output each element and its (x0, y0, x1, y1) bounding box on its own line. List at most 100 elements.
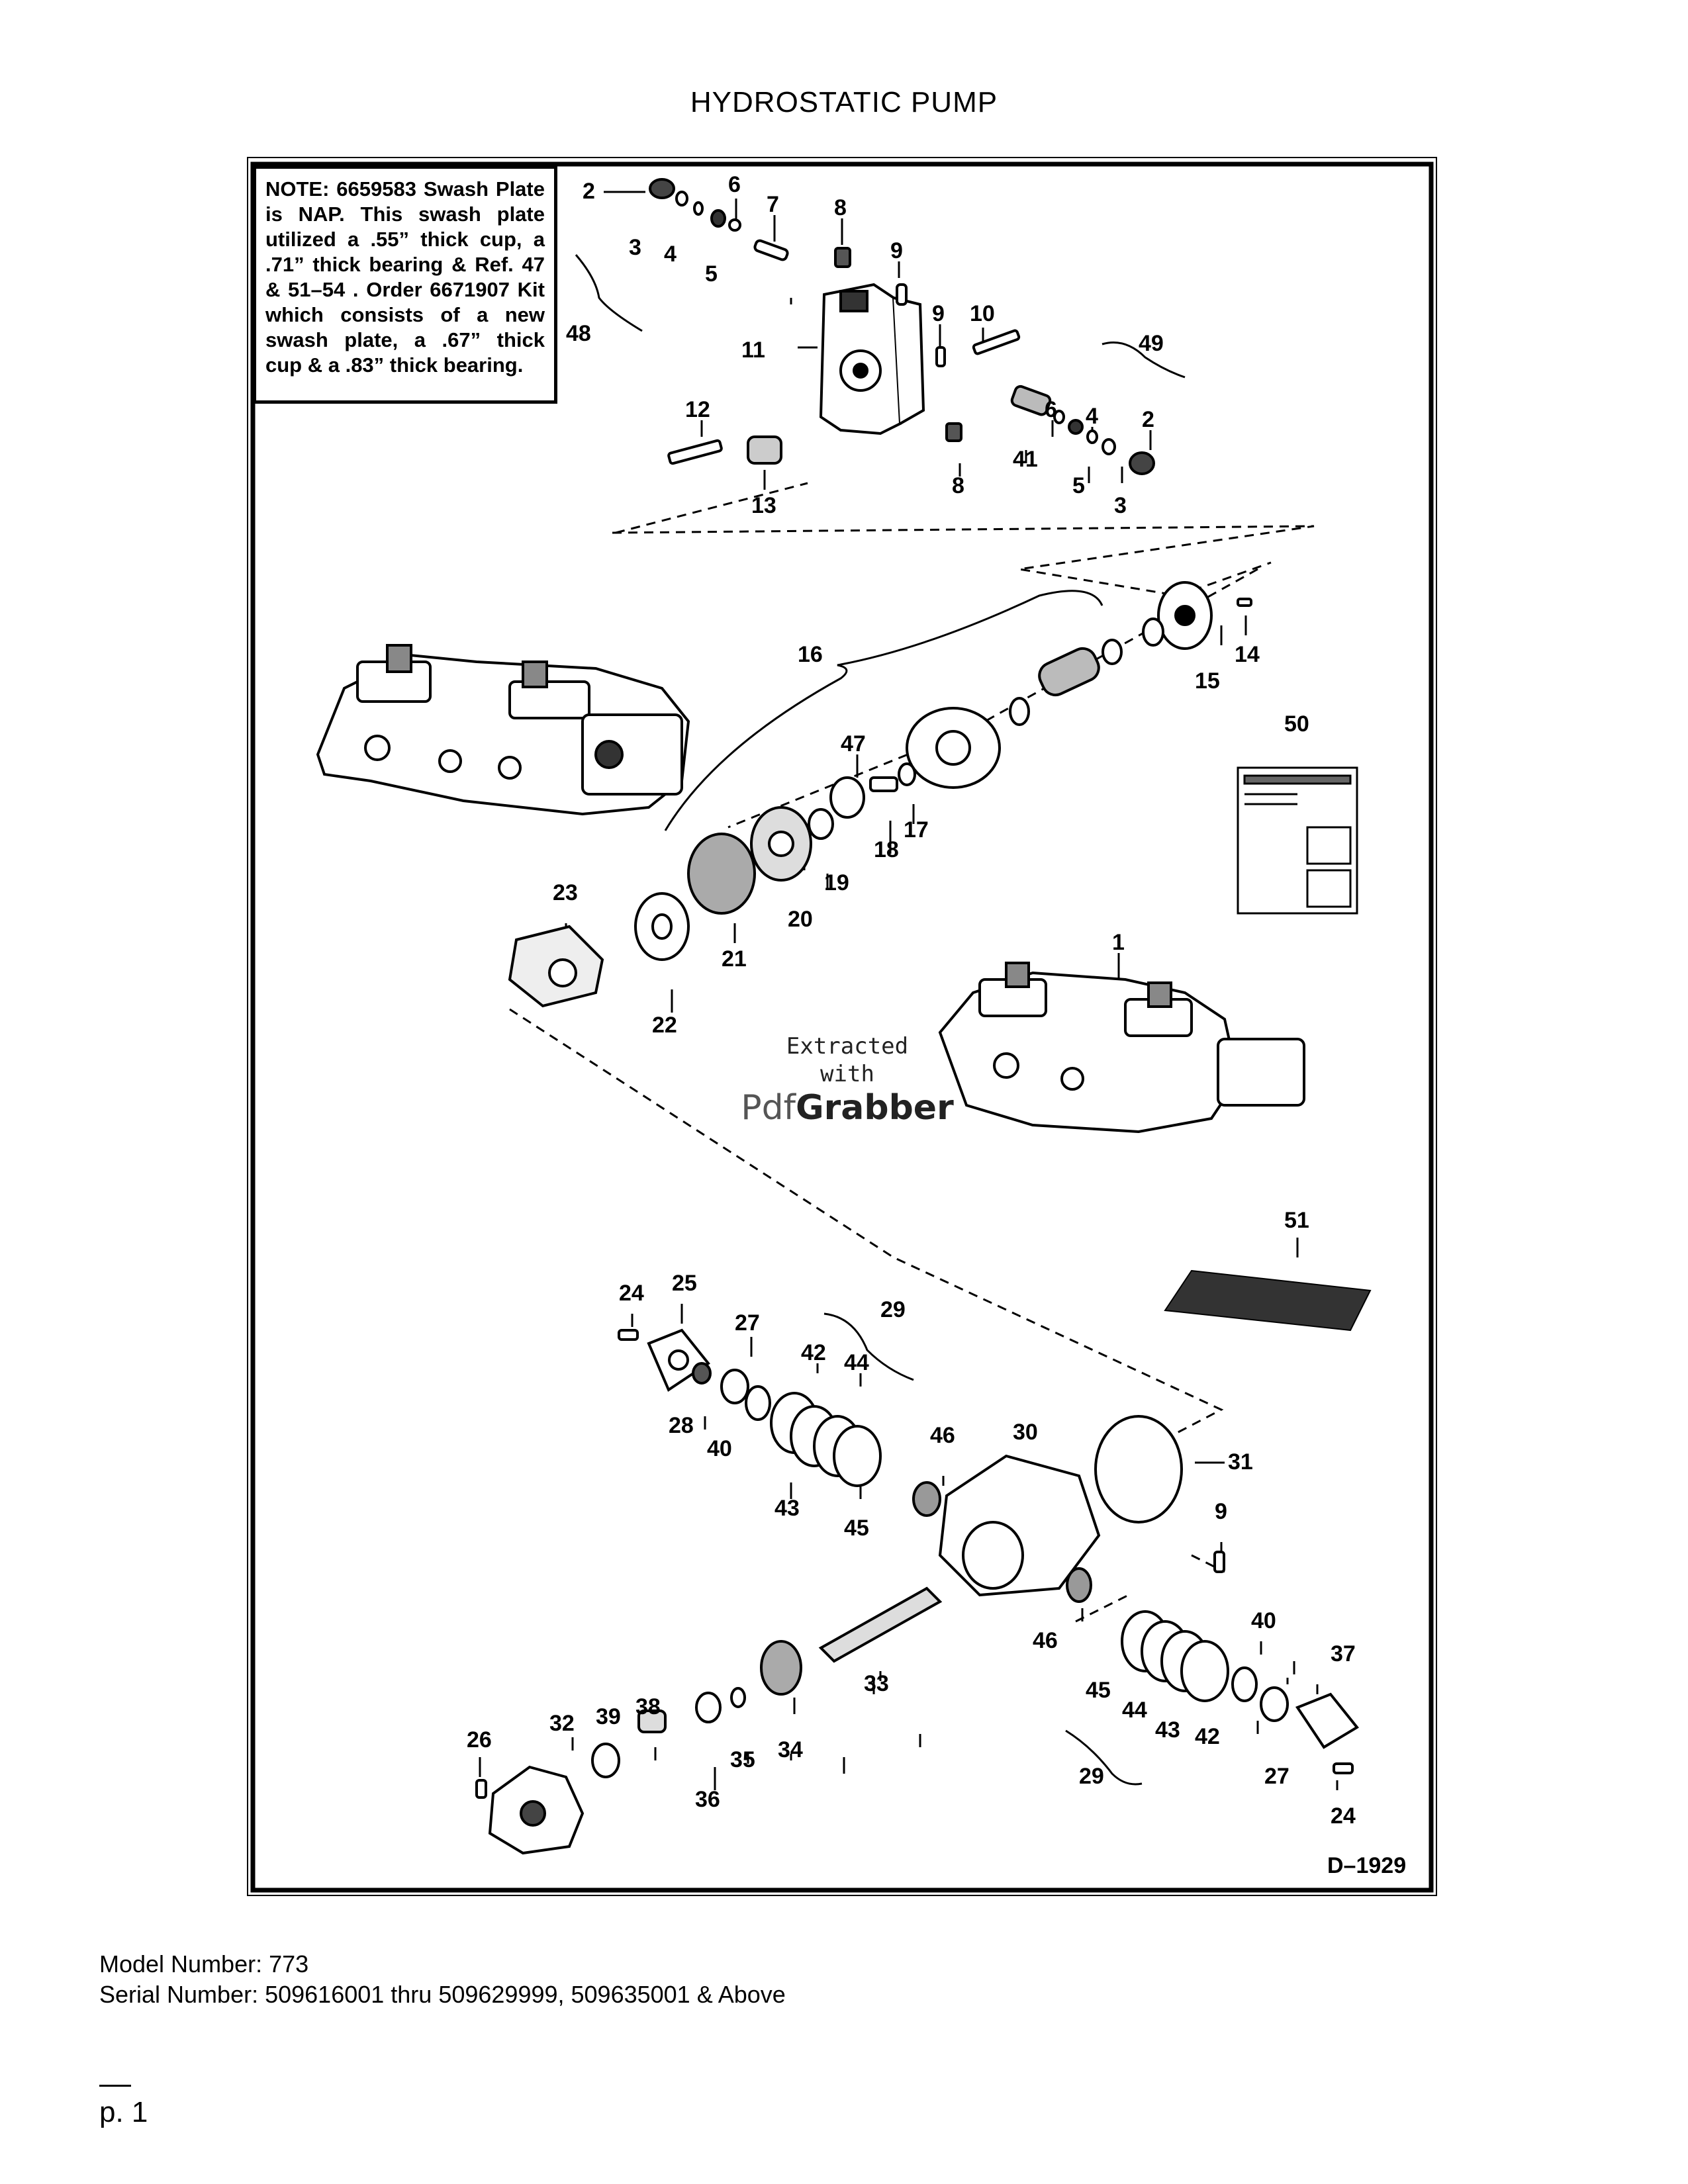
callout-27: 27 (735, 1310, 760, 1336)
pin-9b (935, 346, 946, 367)
ball-5 (710, 209, 726, 228)
spring-17 (898, 762, 916, 786)
callout-20: 20 (788, 907, 813, 932)
screw-26 (475, 1779, 487, 1799)
group-braces (575, 254, 1186, 1786)
decal-51 (1164, 1269, 1372, 1332)
callout-18: 18 (874, 837, 899, 862)
callout-11: 11 (741, 338, 765, 363)
pump-assembly-right (938, 962, 1305, 1134)
rotating-group (508, 581, 1252, 1008)
callout-12: 12 (685, 397, 710, 422)
note-label: NOTE: (265, 177, 330, 201)
serial-number: Serial Number: 509616001 thru 509629999,… (99, 1981, 786, 2008)
page-title: HYDROSTATIC PUMP (690, 86, 998, 118)
oring-14 (1142, 617, 1164, 647)
oring-27a (720, 1369, 749, 1404)
ring-40b (1231, 1666, 1258, 1702)
callout-2: 2 (1142, 407, 1154, 432)
callout-32: 32 (549, 1711, 575, 1736)
spring-6 (728, 218, 741, 232)
oring-4b (1086, 430, 1098, 444)
diagram-frame-outer (247, 157, 1437, 1896)
callout-42: 42 (801, 1340, 826, 1365)
callout-2: 2 (583, 179, 595, 204)
oring-27b (1260, 1686, 1289, 1722)
ring-36 (695, 1692, 722, 1723)
shaft-33 (818, 1586, 943, 1663)
watermark-brand-b: Grabber (795, 1088, 954, 1128)
note-box: NOTE: 6659583 Swash Plate is NAP. This s… (253, 165, 557, 404)
exploded-parts-diagram: 2 3 4 5 6 7 8 9 9 10 11 48 49 6 4 2 12 1… (246, 156, 1438, 1897)
callout-24: 24 (1331, 1803, 1356, 1829)
page-number: p. 1 (99, 2096, 148, 2128)
callout-4: 4 (664, 242, 677, 267)
plug-8-bottom (945, 422, 962, 442)
hardware-top (649, 178, 1155, 475)
callout-44: 44 (1122, 1698, 1147, 1723)
bushing-38 (637, 1709, 667, 1733)
callout-22: 22 (652, 1013, 677, 1038)
callout-28: 28 (669, 1413, 694, 1438)
callout-33: 33 (864, 1671, 889, 1696)
bolt-10 (972, 329, 1021, 355)
brace-16 (664, 590, 1103, 831)
callout-25: 25 (672, 1271, 697, 1296)
callout-37: 37 (1331, 1641, 1356, 1666)
diagram-frame-inner (250, 161, 1434, 1893)
brace-48 (575, 254, 643, 332)
callout-40: 40 (1251, 1608, 1276, 1633)
spring-16 (1038, 647, 1100, 697)
oring-4 (693, 201, 704, 216)
sleeve-13 (747, 435, 782, 465)
ball-5b (1068, 419, 1084, 435)
pin-9c (1213, 1551, 1225, 1573)
spring-41 (1010, 385, 1052, 416)
callout-35: 35 (730, 1747, 755, 1772)
screw-24b (1333, 1762, 1354, 1774)
callout-45: 45 (1086, 1678, 1111, 1703)
callout-14: 14 (1235, 642, 1260, 667)
plug-8-top (834, 247, 851, 268)
callout-21: 21 (722, 946, 747, 972)
washer-3 (675, 191, 688, 206)
callout-30: 30 (1013, 1420, 1038, 1445)
callout-6: 6 (728, 172, 741, 197)
callout-13: 13 (751, 493, 776, 518)
callout-19: 19 (824, 870, 849, 895)
brace-49 (1102, 341, 1186, 379)
callout-26: 26 (467, 1727, 492, 1752)
callout-43: 43 (774, 1496, 800, 1521)
callout-31: 31 (1228, 1449, 1253, 1475)
plug-2-top (649, 178, 675, 199)
drawing-id: D–1929 (1327, 1853, 1406, 1878)
oring-39 (591, 1743, 620, 1778)
bearing-34 (760, 1640, 802, 1696)
callout-3: 3 (629, 235, 641, 260)
callout-38: 38 (635, 1694, 661, 1719)
seal-28 (692, 1362, 712, 1385)
ring-35 (730, 1687, 746, 1708)
watermark-line-1: Extracted (786, 1033, 909, 1060)
callout-29: 29 (880, 1297, 906, 1322)
callout-9: 9 (932, 301, 945, 326)
brace-29-bottom (1065, 1729, 1143, 1786)
assembly-dashed-lines (509, 298, 1315, 1623)
page-divider (99, 2085, 131, 2087)
callout-50: 50 (1284, 711, 1309, 737)
callout-23: 23 (553, 880, 578, 905)
decal-50 (1237, 766, 1358, 915)
callout-24: 24 (619, 1281, 644, 1306)
callout-47: 47 (841, 731, 866, 756)
callout-42: 42 (1195, 1724, 1220, 1749)
callout-8: 8 (834, 195, 847, 220)
callout-27: 27 (1264, 1764, 1289, 1789)
callout-36: 36 (695, 1787, 720, 1812)
callout-34: 34 (778, 1737, 803, 1762)
callout-46: 46 (1033, 1628, 1058, 1653)
callout-45: 45 (844, 1516, 869, 1541)
washer-3b (1102, 438, 1116, 455)
page-number-block: p. 1 (99, 2085, 148, 2129)
callout-49: 49 (1139, 331, 1164, 356)
watermark: Extracted with PdfGrabber (728, 1032, 966, 1128)
